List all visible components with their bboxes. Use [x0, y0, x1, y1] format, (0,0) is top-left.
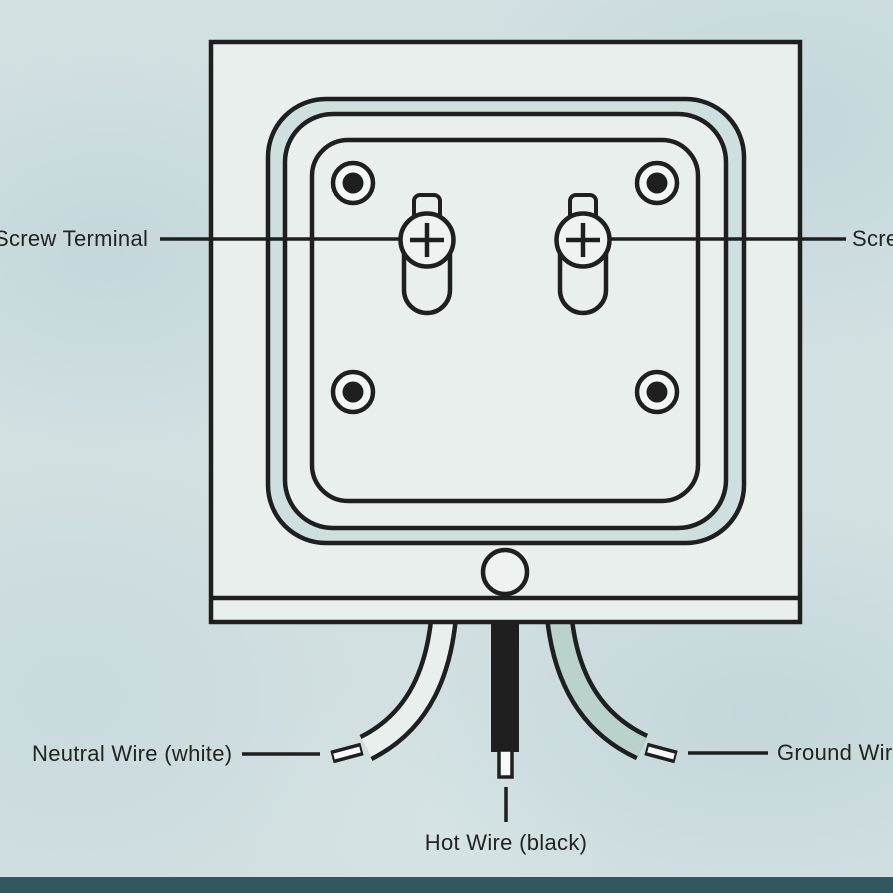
hot-wire [491, 598, 519, 779]
phillips-screw-icon [566, 223, 600, 257]
bottom-button-circle [480, 547, 530, 597]
phillips-screw-icon [410, 223, 444, 257]
screw-terminal-right [554, 193, 612, 316]
neutral-wire-bare-tip [330, 742, 364, 764]
corner-screw-bottom-left [330, 369, 376, 415]
label-screw-terminal-left: Screw Terminal [0, 226, 149, 251]
screw-terminal-left [398, 193, 456, 316]
corner-screw-top-left [330, 160, 376, 206]
label-hot-wire: Hot Wire (black) [424, 830, 588, 855]
label-ground-wire: Ground Wire [777, 740, 893, 765]
ground-wire-bare-tip [644, 742, 678, 764]
footer-accent-bar [0, 877, 893, 893]
label-screw-terminal-right: Screw Terminal [852, 226, 893, 251]
label-neutral-wire: Neutral Wire (white) [32, 741, 233, 766]
hot-wire-bare-tip [497, 748, 514, 779]
corner-screw-bottom-right [634, 369, 680, 415]
corner-screw-top-right [634, 160, 680, 206]
